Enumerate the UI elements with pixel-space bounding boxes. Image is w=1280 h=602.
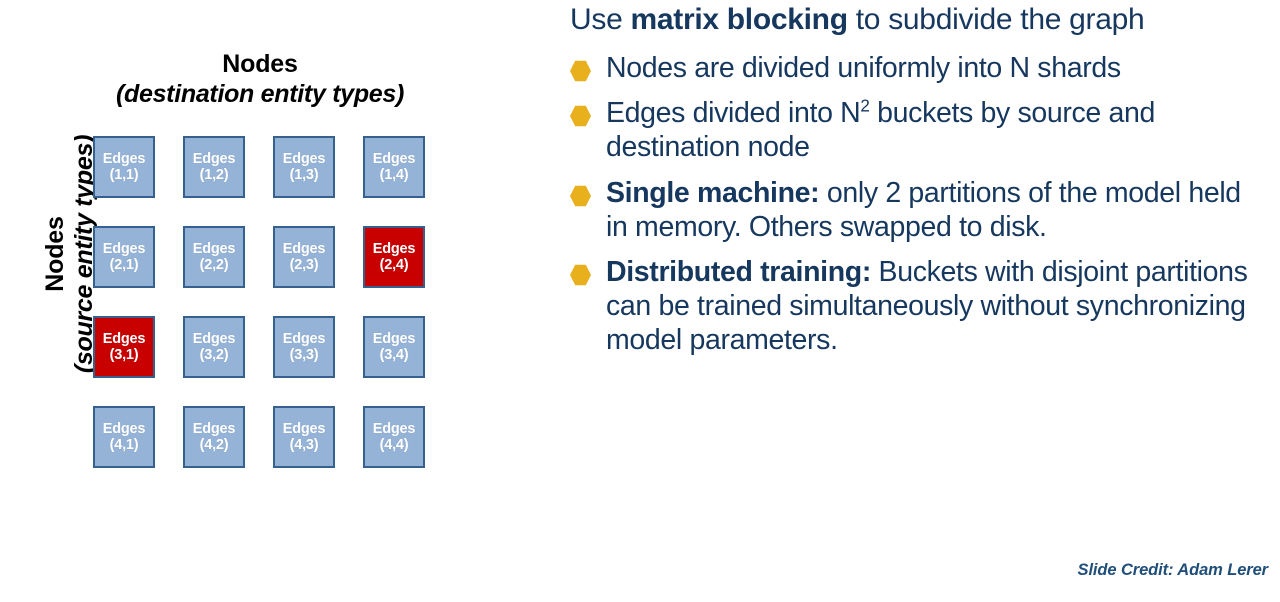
bullet-text-4: Distributed training: Buckets with disjo…	[606, 255, 1251, 357]
bucket-label: Edges	[282, 420, 326, 437]
bucket-coordinate: (2,3)	[289, 257, 319, 273]
hexagon-bullet-icon	[570, 105, 591, 127]
bullet-item-3: Single machine: only 2 partitions of the…	[570, 176, 1270, 244]
bullet-2-superscript: 2	[860, 96, 870, 116]
bucket-label: Edges	[192, 150, 236, 167]
slide-credit: Slide Credit: Adam Lerer	[1077, 561, 1269, 579]
row-axis-label: Nodes (source entity types)	[37, 89, 101, 419]
hexagon-bullet-icon	[570, 185, 591, 207]
bucket-label: Edges	[372, 420, 416, 437]
bucket-cell-3-2[interactable]: Edges(3,2)	[183, 316, 245, 378]
column-axis-label: Nodes (destination entity types)	[70, 50, 450, 108]
bucket-cell-3-1[interactable]: Edges(3,1)	[93, 316, 155, 378]
bucket-coordinate: (4,2)	[199, 437, 229, 453]
bucket-cell-4-2[interactable]: Edges(4,2)	[183, 406, 245, 468]
bullet-item-4: Distributed training: Buckets with disjo…	[570, 255, 1270, 357]
bucket-cell-3-3[interactable]: Edges(3,3)	[273, 316, 335, 378]
bullet-4-body: Buckets with disjoint partitions can be …	[606, 255, 1248, 356]
bucket-label: Edges	[282, 150, 326, 167]
bucket-cell-2-2[interactable]: Edges(2,2)	[183, 226, 245, 288]
bucket-cell-1-3[interactable]: Edges(1,3)	[273, 136, 335, 198]
bucket-cell-4-3[interactable]: Edges(4,3)	[273, 406, 335, 468]
bucket-coordinate: (3,3)	[289, 347, 319, 363]
bullet-4-emphasis: Distributed training:	[606, 255, 871, 288]
bucket-coordinate: (3,2)	[199, 347, 229, 363]
hexagon-bullet-icon	[570, 60, 591, 82]
bucket-cell-2-4[interactable]: Edges(2,4)	[363, 226, 425, 288]
matrix-blocking-figure: Nodes (destination entity types) Nodes (…	[0, 0, 540, 602]
bucket-label: Edges	[192, 420, 236, 437]
bucket-cell-2-1[interactable]: Edges(2,1)	[93, 226, 155, 288]
lead-emphasis: matrix blocking	[630, 3, 849, 36]
bullet-item-2: Edges divided into N2 buckets by source …	[570, 96, 1270, 164]
row-axis-title: Nodes	[40, 216, 69, 292]
lead-text-after: to subdivide the graph	[847, 3, 1145, 36]
bucket-label: Edges	[192, 330, 236, 347]
bucket-cell-2-3[interactable]: Edges(2,3)	[273, 226, 335, 288]
bucket-label: Edges	[102, 240, 146, 257]
bullet-text-2: Edges divided into N2 buckets by source …	[606, 96, 1251, 164]
bucket-coordinate: (2,1)	[109, 257, 139, 273]
bucket-cell-1-2[interactable]: Edges(1,2)	[183, 136, 245, 198]
hexagon-bullet-icon	[570, 264, 591, 286]
bucket-coordinate: (3,4)	[379, 347, 409, 363]
bucket-coordinate: (3,1)	[109, 347, 139, 363]
column-axis-title: Nodes	[222, 50, 298, 78]
bullet-3-body: only 2 partitions of the model held in m…	[606, 176, 1241, 243]
bucket-grid: Edges(1,1)Edges(1,2)Edges(1,3)Edges(1,4)…	[93, 136, 425, 468]
bucket-label: Edges	[192, 240, 236, 257]
bucket-label: Edges	[102, 330, 146, 347]
bucket-cell-1-4[interactable]: Edges(1,4)	[363, 136, 425, 198]
bucket-label: Edges	[372, 240, 416, 257]
column-axis-subtitle: (destination entity types)	[115, 79, 405, 108]
bullet-2-before-sup: Edges divided into N	[606, 97, 861, 130]
bucket-coordinate: (1,2)	[199, 167, 229, 183]
bucket-label: Edges	[372, 150, 416, 167]
bucket-coordinate: (1,4)	[379, 167, 409, 183]
bucket-cell-4-4[interactable]: Edges(4,4)	[363, 406, 425, 468]
bucket-coordinate: (1,3)	[289, 167, 319, 183]
bucket-label: Edges	[372, 330, 416, 347]
bucket-label: Edges	[282, 330, 326, 347]
bullet-3-emphasis: Single machine:	[606, 176, 820, 209]
bullet-text-1: Nodes are divided uniformly into N shard…	[606, 52, 1121, 85]
text-panel: Use matrix blocking to subdivide the gra…	[570, 2, 1270, 357]
bucket-cell-1-1[interactable]: Edges(1,1)	[93, 136, 155, 198]
bucket-label: Edges	[282, 240, 326, 257]
bucket-cell-4-1[interactable]: Edges(4,1)	[93, 406, 155, 468]
bullet-item-1: Nodes are divided uniformly into N shard…	[570, 51, 1270, 85]
bucket-coordinate: (2,4)	[379, 257, 409, 273]
bucket-label: Edges	[102, 420, 146, 437]
bucket-coordinate: (2,2)	[199, 257, 229, 273]
bucket-cell-3-4[interactable]: Edges(3,4)	[363, 316, 425, 378]
lead-text-before: Use	[570, 3, 631, 36]
bucket-coordinate: (4,1)	[109, 437, 139, 453]
lead-paragraph: Use matrix blocking to subdivide the gra…	[570, 2, 1230, 37]
bucket-label: Edges	[102, 150, 146, 167]
bucket-coordinate: (1,1)	[109, 167, 139, 183]
bucket-coordinate: (4,4)	[379, 437, 409, 453]
bucket-coordinate: (4,3)	[289, 437, 319, 453]
bullet-2-after-sup: buckets by source and destination node	[606, 97, 1155, 164]
bullet-text-3: Single machine: only 2 partitions of the…	[606, 176, 1251, 244]
